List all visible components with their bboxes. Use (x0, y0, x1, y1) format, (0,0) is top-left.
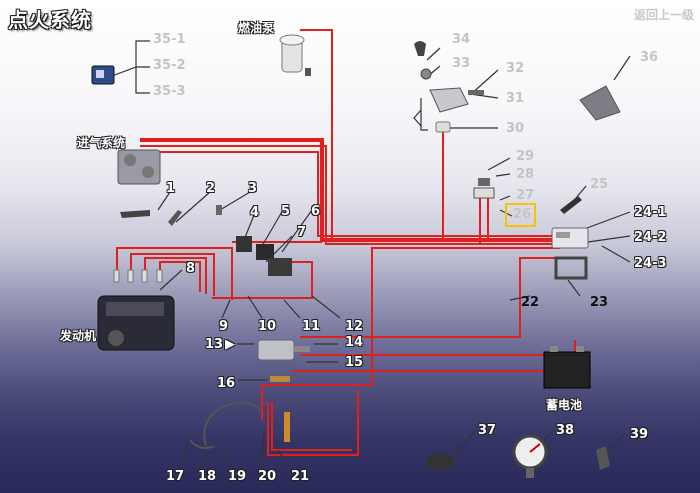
label-fuel-pump: 燃油泵 (238, 21, 275, 35)
callout-10: 10 (258, 319, 277, 334)
callout-11: 11 (302, 319, 321, 334)
ecu-bracket-icon (554, 256, 588, 280)
callout-39: 39 (630, 427, 649, 442)
sensor-39-icon (596, 446, 610, 470)
battery-icon (543, 346, 591, 389)
sensor-1-icon (120, 210, 150, 218)
callout-30: 30 (506, 121, 525, 136)
ecu-icon (551, 227, 589, 249)
callout-7: 7 (297, 225, 307, 240)
wire-harness (116, 29, 576, 456)
callout-31: 31 (506, 91, 525, 106)
callout-2: 2 (206, 181, 216, 196)
callout-18: 18 (198, 469, 217, 484)
back-link[interactable]: 返回上一级 (633, 8, 694, 22)
engine-icon (97, 295, 175, 351)
callout-13: 13 (205, 337, 224, 352)
sensor-16-icon (270, 376, 290, 382)
distributor-icon (257, 339, 310, 361)
pressure-gauge-icon (512, 434, 548, 478)
callout-28: 28 (516, 167, 535, 182)
callout-15: 15 (345, 355, 364, 370)
callout-34: 34 (452, 32, 471, 47)
callout-19: 19 (228, 469, 247, 484)
callout-22: 22 (521, 295, 540, 310)
label-battery: 蓄电池 (546, 398, 583, 412)
bracket-36-icon (579, 85, 621, 121)
ignition-coil-icon (236, 236, 292, 276)
sensor-2-icon (168, 210, 182, 226)
callout-35-1: 35-1 (153, 32, 186, 47)
callout-5: 5 (281, 204, 291, 219)
callout-35-3: 35-3 (153, 84, 186, 99)
callout-8: 8 (186, 261, 196, 276)
callout-3: 3 (248, 181, 258, 196)
callout-36: 36 (640, 50, 659, 65)
relay-block-icon (473, 178, 495, 199)
throttle-body-icon (414, 41, 484, 133)
callout-35-2: 35-2 (153, 58, 186, 73)
spark-plug-icon (113, 269, 163, 283)
label-engine: 发动机 (60, 329, 97, 343)
sensor-25-icon (560, 196, 582, 214)
callout-14: 14 (345, 335, 364, 350)
label-intake-system: 进气系统 (77, 136, 126, 150)
intake-manifold-icon (117, 149, 161, 185)
callout-13-arrow: ▶ (225, 337, 235, 352)
callout-38: 38 (556, 423, 575, 438)
callout-16: 16 (217, 376, 236, 391)
callout-20: 20 (258, 469, 277, 484)
callout-29: 29 (516, 149, 535, 164)
callout-21: 21 (291, 469, 310, 484)
knock-sensor-icon (284, 412, 290, 442)
callout-37: 37 (478, 423, 497, 438)
callout-23: 23 (590, 295, 609, 310)
callout-24-1: 24-1 (634, 205, 667, 220)
callout-24-3: 24-3 (634, 256, 667, 271)
callout-17: 17 (166, 469, 185, 484)
callout-1: 1 (166, 181, 176, 196)
callout-27: 27 (516, 188, 535, 203)
page-title: 点火系统 (8, 8, 92, 32)
fuel-pump-icon (279, 34, 311, 76)
relay-35-icon (91, 65, 115, 85)
callout-26[interactable]: 26 (513, 207, 532, 222)
callout-24-2: 24-2 (634, 230, 667, 245)
highlight-box (505, 203, 536, 227)
callout-12: 12 (345, 319, 364, 334)
callout-33: 33 (452, 56, 471, 71)
callout-6: 6 (311, 204, 321, 219)
sensor-3-icon (216, 205, 222, 215)
callout-25: 25 (590, 177, 609, 192)
callout-9: 9 (219, 319, 229, 334)
callout-32: 32 (506, 61, 525, 76)
sensor-cable-icon (189, 401, 261, 449)
sensor-37-icon (426, 454, 454, 470)
callout-4: 4 (250, 205, 260, 220)
